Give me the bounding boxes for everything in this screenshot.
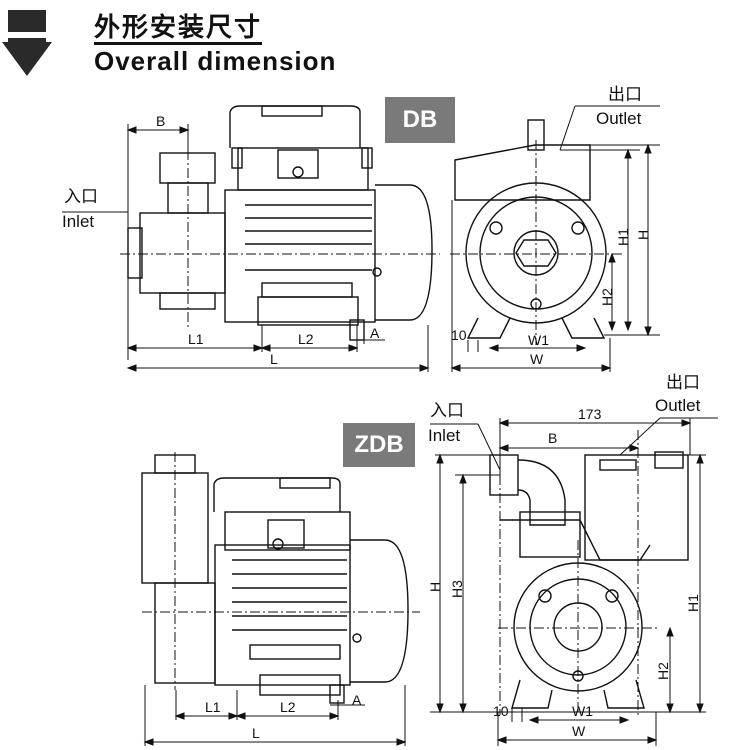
zdb-inlet-cn-label: 入口 [430, 401, 464, 420]
zdb-dim-w1-label: W1 [572, 703, 593, 719]
zdb-dim-h-label: H [427, 581, 443, 592]
zdb-dim-l-label: L [252, 725, 260, 741]
badge-db: DB [385, 97, 455, 143]
db-inlet-cn-label: 入口 [64, 187, 98, 206]
db-inlet-en-label: Inlet [62, 212, 95, 231]
zdb-dim-l2-label: L2 [280, 699, 296, 715]
zdb-dim-w-label: W [572, 723, 586, 739]
header: 外形安装尺寸 Overall dimension [0, 0, 750, 90]
db-dim-10-label: 10 [451, 327, 467, 343]
zdb-dim-10-label: 10 [493, 703, 509, 719]
zdb-outlet-en-label: Outlet [655, 396, 701, 415]
zdb-dim-h3-label: H3 [449, 580, 465, 598]
db-dim-w-label: W [530, 351, 544, 367]
db-dim-w1-label: W1 [528, 332, 549, 348]
badge-zdb: ZDB [343, 423, 415, 467]
db-dim-b-label: B [156, 113, 166, 129]
zdb-dim-b-label: B [548, 430, 558, 446]
zdb-dim-l1-label: L1 [205, 699, 221, 715]
zdb-dim-h2-label: H2 [655, 662, 671, 680]
zdb-outlet-cn-label: 出口 [666, 373, 700, 392]
zdb-inlet-en-label: Inlet [428, 426, 461, 445]
title-chinese: 外形安装尺寸 [94, 12, 263, 45]
db-outlet-en-label: Outlet [596, 109, 642, 128]
db-outlet-cn-label: 出口 [608, 85, 642, 104]
zdb-dim-173-label: 173 [578, 406, 602, 422]
zdb-dim-h1-label: H1 [685, 594, 701, 612]
zdb-dim-a-label: A [352, 692, 362, 708]
db-dim-l1-label: L1 [188, 331, 204, 347]
db-dim-a-label: A [370, 325, 380, 341]
db-dim-l2-label: L2 [298, 331, 314, 347]
title-english: Overall dimension [94, 46, 337, 76]
db-dim-l-label: L [270, 351, 278, 367]
down-arrow-icon [2, 10, 52, 76]
